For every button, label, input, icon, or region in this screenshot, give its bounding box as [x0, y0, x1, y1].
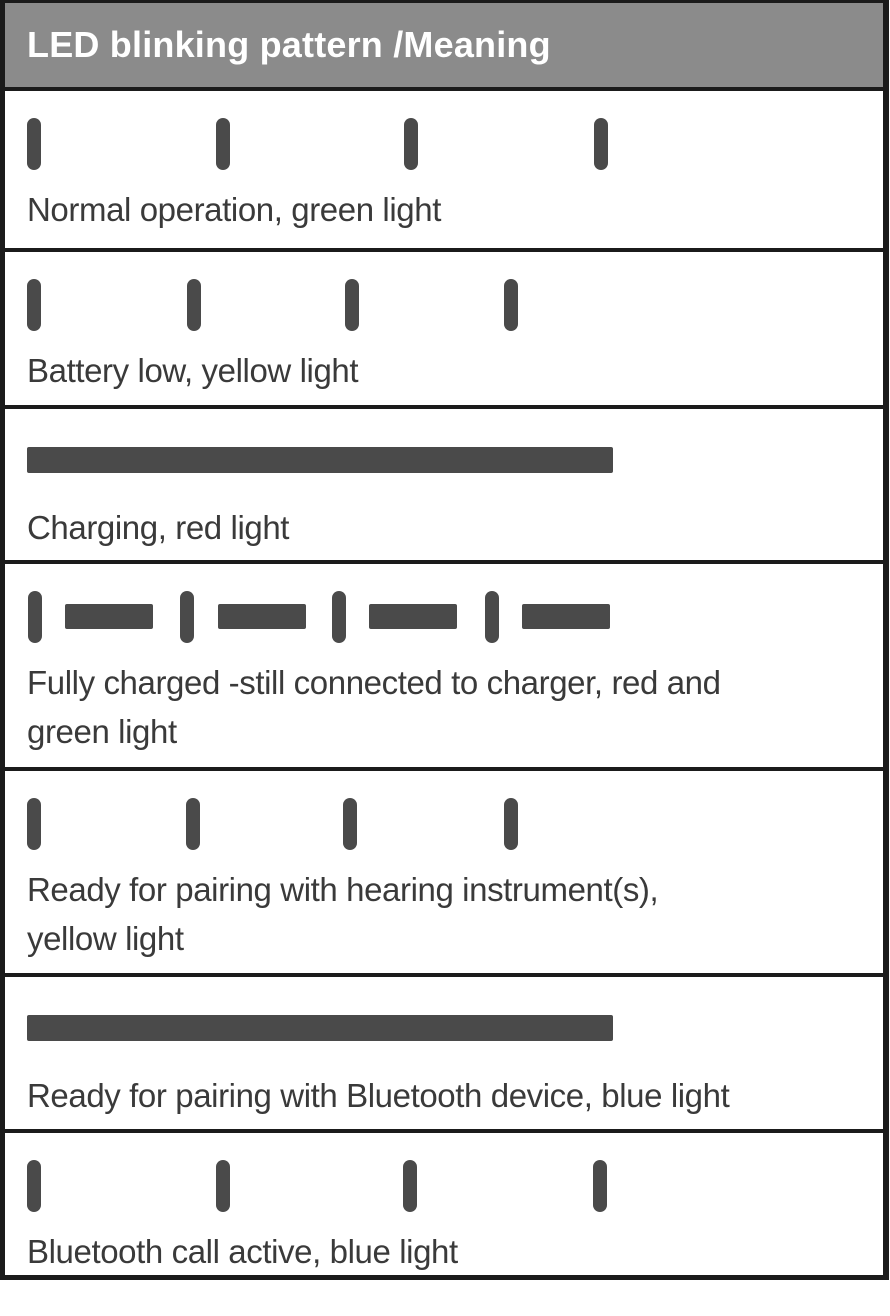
blink-dash-glyph	[65, 604, 153, 629]
blink-pill-glyph	[180, 591, 194, 643]
blink-pill-glyph	[28, 591, 42, 643]
blink-pill-glyph	[504, 798, 518, 850]
blink-pill-glyph	[27, 798, 41, 850]
led-pattern-row: Charging, red light	[5, 405, 883, 560]
blink-pattern-continuous-light	[5, 409, 883, 489]
blink-pill-glyph	[216, 1160, 230, 1212]
blink-dash-glyph	[522, 604, 610, 629]
blink-pill-glyph	[216, 118, 230, 170]
blink-pattern-alternating-short-long-x4	[5, 564, 883, 644]
blink-pill-glyph	[504, 279, 518, 331]
pattern-meaning-label: Normal operation, green light	[27, 191, 441, 228]
blink-dash-glyph	[369, 604, 457, 629]
blink-pattern-four-short-blinks-slow	[5, 1133, 883, 1213]
table-header-row: LED blinking pattern /Meaning	[5, 3, 883, 91]
blink-pattern-four-short-blinks	[5, 771, 883, 851]
blink-pill-glyph	[485, 591, 499, 643]
blink-pill-glyph	[27, 1160, 41, 1212]
blink-pattern-four-short-blinks	[5, 252, 883, 332]
pattern-meaning-label: Fully charged -still connected to charge…	[27, 664, 721, 750]
blink-pill-glyph	[186, 798, 200, 850]
blink-bar-glyph	[27, 1015, 613, 1041]
led-pattern-row: Ready for pairing with Bluetooth device,…	[5, 973, 883, 1129]
blink-dash-glyph	[218, 604, 306, 629]
blink-pill-glyph	[187, 279, 201, 331]
blink-pill-glyph	[27, 279, 41, 331]
blink-pill-glyph	[593, 1160, 607, 1212]
pattern-meaning-label: Ready for pairing with Bluetooth device,…	[27, 1077, 730, 1114]
blink-pill-glyph	[343, 798, 357, 850]
blink-pattern-continuous-light	[5, 977, 883, 1057]
led-pattern-row: Fully charged -still connected to charge…	[5, 560, 883, 767]
pattern-meaning-label: Battery low, yellow light	[27, 352, 359, 389]
led-pattern-row: Bluetooth call active, blue light	[5, 1129, 883, 1275]
blink-pill-glyph	[27, 118, 41, 170]
pattern-meaning-label: Charging, red light	[27, 509, 290, 546]
blink-pill-glyph	[404, 118, 418, 170]
blink-pill-glyph	[594, 118, 608, 170]
table-header-title: LED blinking pattern /Meaning	[27, 24, 551, 65]
pattern-meaning-label: Ready for pairing with hearing instrumen…	[27, 871, 659, 957]
blink-pill-glyph	[345, 279, 359, 331]
led-pattern-row: Normal operation, green light	[5, 91, 883, 248]
led-pattern-row: Battery low, yellow light	[5, 248, 883, 405]
blink-bar-glyph	[27, 447, 613, 473]
led-pattern-rows: Normal operation, green light Battery lo…	[5, 91, 883, 1275]
blink-pattern-four-short-blinks-slow	[5, 91, 883, 171]
led-pattern-table: LED blinking pattern /Meaning Normal ope…	[0, 0, 889, 1280]
led-pattern-row: Ready for pairing with hearing instrumen…	[5, 767, 883, 973]
pattern-meaning-label: Bluetooth call active, blue light	[27, 1233, 458, 1270]
blink-pill-glyph	[332, 591, 346, 643]
blink-pill-glyph	[403, 1160, 417, 1212]
